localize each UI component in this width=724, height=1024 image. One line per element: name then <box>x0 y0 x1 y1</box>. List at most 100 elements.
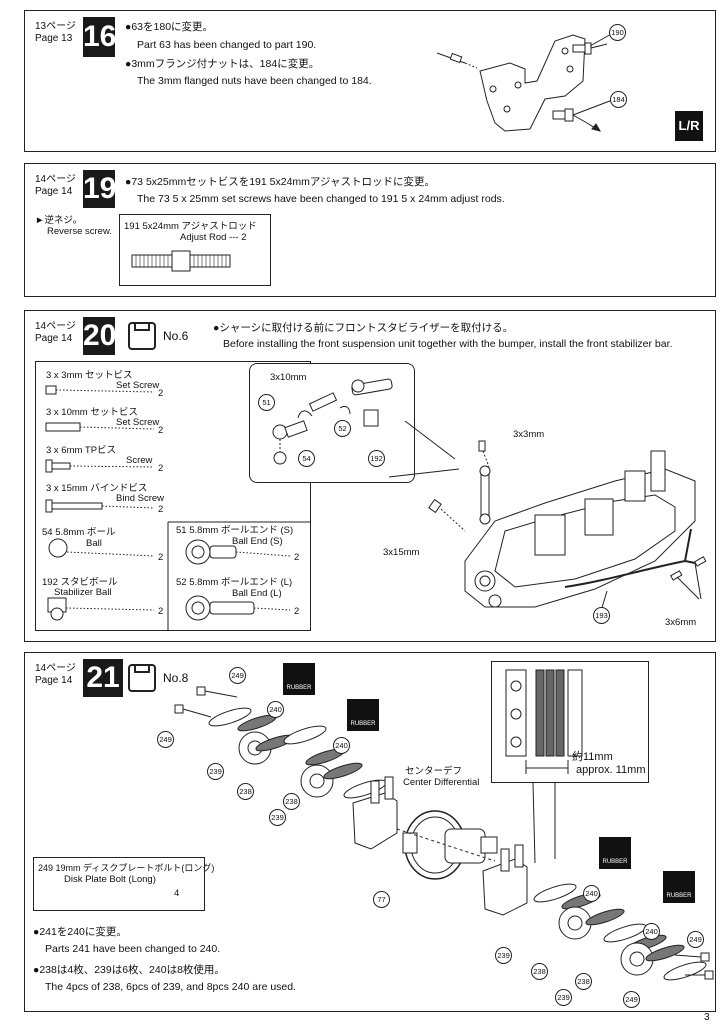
callout-238: 238 <box>531 963 548 980</box>
instruction-en-2: The 4pcs of 238, 6pcs of 239, and 8pcs 2… <box>45 981 297 993</box>
parts-bag-icon <box>128 664 156 692</box>
page-ref-en: Page 14 <box>35 675 73 686</box>
instruction-ja-1: ●63を180に変更。 <box>125 21 214 33</box>
callout-238: 238 <box>283 793 300 810</box>
part-ball-en: Ball <box>86 538 102 549</box>
callout-239: 239 <box>207 763 224 780</box>
callout-77: 77 <box>373 891 390 908</box>
callout-239: 239 <box>495 947 512 964</box>
lr-badge: L/R <box>675 111 703 141</box>
step20-panel: 14ページ Page 14 20 No.6 ●シャーシに取付ける前にフロントスタ… <box>24 310 716 642</box>
part-3x3-qty: 2 <box>158 388 164 399</box>
bolt-label-ja: 249 19mm ディスクプレートボルト(ロング) <box>38 863 215 873</box>
part-3x10-qty: 2 <box>158 425 164 436</box>
label-3x10: 3x10mm <box>270 372 307 383</box>
part-ballend-l-ja: 52 5.8mm ボールエンド (L) <box>176 577 293 588</box>
part-3x10-en: Set Screw <box>116 417 160 428</box>
step21-panel: 14ページ Page 14 21 No.8 RUBBER RUBBER RUBB… <box>24 652 716 1012</box>
callout-249: 249 <box>157 731 174 748</box>
step19-panel: 14ページ Page 14 19 ●73 5x25mmセットビスを191 5x2… <box>24 163 716 297</box>
instruction-ja: ●73 5x25mmセットビスを191 5x24mmアジャストロッドに変更。 <box>125 176 435 188</box>
instruction-ja: ●シャーシに取付ける前にフロントスタビライザーを取付ける。 <box>213 322 514 334</box>
part-ball-ja: 54 5.8mm ボール <box>42 527 116 538</box>
page-ref-en: Page 13 <box>35 33 73 44</box>
reverse-screw-ja: ►逆ネジ。 <box>35 215 83 226</box>
callout-52: 52 <box>334 420 351 437</box>
page-ref: 13ページ Page 13 <box>35 21 76 45</box>
instruction-en-2: The 3mm flanged nuts have been changed t… <box>137 75 372 87</box>
instruction-en: The 73 5 x 25mm set screws have been cha… <box>137 193 505 205</box>
callout-240: 240 <box>583 885 600 902</box>
rubber-badge: RUBBER <box>347 699 379 731</box>
part-ballend-l-en: Ball End (L) <box>232 588 282 599</box>
front-suspension-drawing <box>388 420 707 612</box>
instruction-en-1: Parts 241 have been changed to 240. <box>45 943 221 955</box>
part-label-ja: 191 5x24mm アジャストロッド <box>124 221 257 232</box>
adjust-rod-drawing <box>131 250 231 272</box>
rubber-badge: RUBBER <box>599 837 631 869</box>
page-ref: 14ページ Page 14 <box>35 663 76 687</box>
callout-238: 238 <box>237 783 254 800</box>
page-number: 3 <box>704 1012 710 1023</box>
adjust-rod-partbox: 191 5x24mm アジャストロッド Adjust Rod --- 2 <box>119 214 271 286</box>
bag-number: No.8 <box>163 671 189 685</box>
spacing-detail-inset: 約11mm approx. 11mm <box>491 661 649 783</box>
parts-list-box: 3 x 3mm セットビス Set Screw 2 3 x 10mm セットビス… <box>35 361 311 631</box>
instruction-ja-2: ●238は4枚、239は6枚、240は8枚使用。 <box>33 964 225 976</box>
bag-number: No.6 <box>163 329 189 343</box>
page-ref: 14ページ Page 14 <box>35 174 76 198</box>
callout-51: 51 <box>258 394 275 411</box>
callout-240: 240 <box>643 923 660 940</box>
stabilizer-detail-inset: 3x10mm 51 52 54 192 <box>249 363 415 483</box>
approx-ja: 約11mm <box>572 751 613 763</box>
spacing-detail-drawing <box>505 669 583 774</box>
part-ballend-l-qty: 2 <box>294 606 300 617</box>
part-3x10-ja: 3 x 10mm セットビス <box>46 407 138 418</box>
part-stabball-ja: 192 スタビボール <box>42 577 118 588</box>
part-3x15-ja: 3 x 15mm バインドビス <box>46 483 148 494</box>
part-3x3-ja: 3 x 3mm セットビス <box>46 370 133 381</box>
part-label-en: Adjust Rod --- 2 <box>180 232 247 243</box>
page-ref-ja: 14ページ <box>35 663 76 674</box>
center-diff-en: Center Differential <box>403 777 480 788</box>
callout-238: 238 <box>575 973 592 990</box>
part-3x6-qty: 2 <box>158 463 164 474</box>
detail-drawing <box>272 378 393 465</box>
bolt-qty: 4 <box>174 888 180 899</box>
step-number: 21 <box>83 659 123 697</box>
instruction-ja-2: ●3mmフランジ付ナットは、184に変更。 <box>125 58 320 70</box>
bolt-label-en: Disk Plate Bolt (Long) <box>64 874 156 885</box>
callout-239: 239 <box>555 989 572 1006</box>
step-number: 16 <box>83 17 116 57</box>
part-3x15-en: Bind Screw <box>116 493 165 504</box>
page-ref-en: Page 14 <box>35 186 73 197</box>
step16-panel: 13ページ Page 13 16 ●63を180に変更。 Part 63 has… <box>24 10 716 152</box>
step-number: 20 <box>83 317 116 355</box>
approx-en: approx. 11mm <box>576 764 646 776</box>
part-3x6-en: Screw <box>126 455 153 466</box>
instruction-en: Before installing the front suspension u… <box>223 338 673 350</box>
label-3x3: 3x3mm <box>513 429 545 440</box>
instruction-en-1: Part 63 has been changed to part 190. <box>137 39 317 51</box>
part-stabball-qty: 2 <box>158 606 164 617</box>
callout-240: 240 <box>267 701 284 718</box>
callout-184: 184 <box>610 91 627 108</box>
part-3x15-qty: 2 <box>158 504 164 515</box>
rubber-badge: RUBBER <box>663 871 695 903</box>
center-differential-drawing <box>52 686 714 981</box>
rubber-badge: RUBBER <box>283 663 315 695</box>
part-ballend-s-qty: 2 <box>294 552 300 563</box>
step-number: 19 <box>83 170 116 208</box>
callout-192: 192 <box>368 450 385 467</box>
callout-190: 190 <box>609 24 626 41</box>
callout-249: 249 <box>687 931 704 948</box>
label-3x6: 3x6mm <box>665 617 697 628</box>
part-ballend-s-ja: 51 5.8mm ボールエンド (S) <box>176 525 294 536</box>
part-stabball-en: Stabilizer Ball <box>54 587 112 598</box>
callout-193: 193 <box>593 607 610 624</box>
page-ref-en: Page 14 <box>35 333 73 344</box>
callout-239: 239 <box>269 809 286 826</box>
label-3x15: 3x15mm <box>383 547 420 558</box>
hub-plate-drawing <box>436 32 616 132</box>
center-diff-ja: センターデフ <box>405 766 463 777</box>
